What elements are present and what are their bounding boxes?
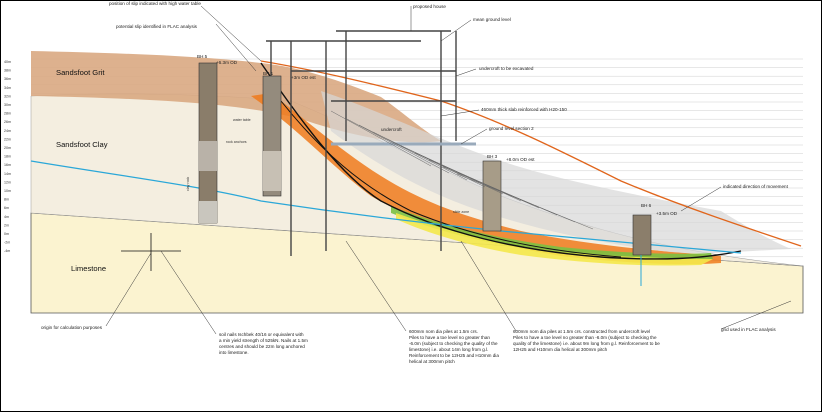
note-line: into limestone. (219, 350, 249, 355)
label-slide-zone: slide zone (453, 210, 469, 214)
soil-nails (330, 110, 594, 230)
label-undercroft-excavated: undercroft to be excavated (479, 66, 534, 71)
borehole-bh5 (198, 62, 218, 224)
bh1-label: BH 1 (263, 71, 274, 76)
scale-tick-label: 12m (4, 180, 11, 184)
scale-tick-label: 6m (4, 206, 9, 210)
level-bh1: +3m OD est (291, 75, 316, 80)
scale-tick-label: 4m (4, 215, 9, 219)
note-line: 600mm nom dia piles at 1.5m crs. constru… (513, 329, 650, 334)
note-soil-nails: soil nails Ischbek 40/16 or equivalent w… (219, 332, 308, 355)
note-line: -6.0m (subject to checking the quality o… (409, 341, 498, 346)
label-proposed-house: proposed house (413, 4, 446, 9)
level-bh6: +3.5m OD (656, 211, 678, 216)
note-line: limestone) i.e. about 14m long from g.l. (409, 347, 488, 352)
label-ground-section: ground level section 2 (489, 126, 534, 131)
borehole-bh3 (482, 160, 502, 232)
level-bh3: +8.0m OD est (506, 157, 535, 162)
level-top: +6.3m OD (216, 60, 238, 65)
elevation-scale: 40m 38m 36m 34m 32m 30m 28m 26m 24m 22m 20m 18m 16m 1… (4, 60, 11, 253)
bh3-label: BH 3 (487, 154, 498, 159)
leader-lines (105, 5, 792, 335)
scale-tick-label: 8m (4, 198, 9, 202)
water-table-line (30, 160, 742, 254)
limestone-label: Limestone (71, 264, 106, 273)
scale-tick-label: 30m (4, 103, 11, 107)
scale-tick-label: 40m (4, 60, 11, 64)
label-water-table: water table (233, 118, 251, 122)
scale-tick-label: 36m (4, 77, 11, 81)
label-clay-rock: clay rock (186, 177, 190, 191)
label-mean-ground: mean ground level (473, 17, 511, 22)
scale-tick-label: 20m (4, 146, 11, 150)
soil-nail (456, 173, 594, 230)
bh5-label: BH 5 (197, 54, 208, 59)
borehole-bh1 (262, 75, 282, 197)
label-movement: indicated direction of movement (723, 184, 789, 189)
slip-zone-yellow (396, 213, 713, 266)
label-slab: 460mm thick slab reinforced with H20-150 (481, 107, 567, 112)
note-line: quality of the limestone) i.e. about 9m … (513, 341, 660, 346)
scale-tick-label: 26m (4, 120, 11, 124)
origin-crosshair (121, 233, 181, 271)
note-line: 12H25 and H10mm dia helical at 300mm pit… (513, 347, 608, 352)
note-line: Piles to have a toe level no greater tha… (409, 335, 490, 340)
slip-curve-inner (280, 100, 622, 258)
scale-tick-label: 18m (4, 155, 11, 159)
label-origin: origin for calculation purposes (41, 325, 103, 330)
borehole-bh6 (632, 214, 652, 256)
grit-label: Sandsfoot Grit (56, 68, 105, 77)
scale-tick-label: 28m (4, 112, 11, 116)
ground-surface (260, 60, 802, 247)
scale-tick-label: -2m (4, 241, 10, 245)
scale-tick-label: 2m (4, 223, 9, 227)
note-line: soil nails Ischbek 40/16 or equivalent w… (219, 332, 304, 337)
label-slip-top: position of slip indicated with high wat… (109, 1, 201, 6)
scale-tick-label: 16m (4, 163, 11, 167)
scale-tick-label: 24m (4, 129, 11, 133)
scale-tick-label: -4m (4, 249, 10, 253)
scale-tick-label: 0m (4, 232, 9, 236)
clay-label: Sandsfoot Clay (56, 140, 108, 149)
scale-tick-label: 38m (4, 69, 11, 73)
note-piles-undercroft: 600mm nom dia piles at 1.5m crs. constru… (513, 329, 660, 352)
label-slip-flac: potential slip identified in FLAC analys… (116, 24, 198, 29)
soil-nail (330, 110, 432, 167)
disturbed-soil-mass (321, 91, 791, 254)
scale-tick-label: 22m (4, 137, 11, 141)
note-line: helical at 300mm pitch (409, 359, 455, 364)
slip-curve-outer (260, 62, 742, 260)
note-line: Piles to have a toe level no greater tha… (513, 335, 657, 340)
note-line: a min yield strength of 525kN. Nails at … (219, 338, 308, 343)
note-piles-600: 600mm nom dia piles at 1.5m crs.Piles to… (409, 329, 499, 364)
note-line: centres and should be 22m long anchored (219, 344, 305, 349)
scale-tick-label: 34m (4, 86, 11, 90)
scale-tick-label: 10m (4, 189, 11, 193)
bh6-label: BH 6 (641, 203, 652, 208)
scale-tick-label: 32m (4, 94, 11, 98)
label-undercroft: undercroft (381, 127, 402, 132)
label-flac-grid: grid used in FLAC analysis (721, 327, 776, 332)
soil-nail (344, 117, 450, 174)
note-line: 600mm nom dia piles at 1.5m crs. (409, 329, 478, 334)
note-line: Reinforcement to be 12H25 and H10mm dia (409, 353, 499, 358)
label-rock-anchors: rock anchors (226, 140, 247, 144)
scale-tick-label: 14m (4, 172, 11, 176)
